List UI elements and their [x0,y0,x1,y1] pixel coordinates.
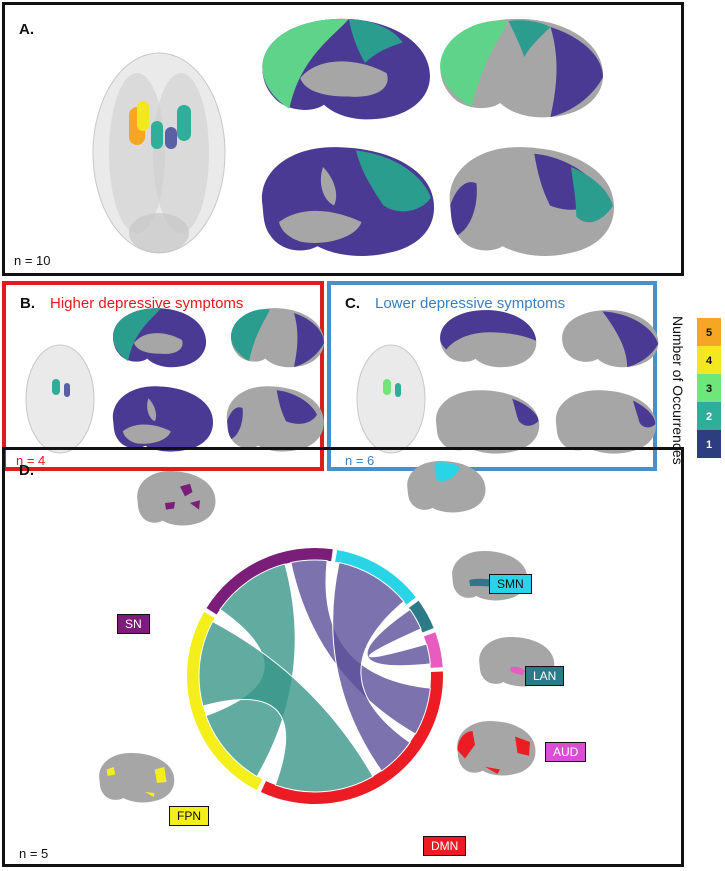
network-label-smn: SMN [489,574,532,594]
brain-smn [407,460,486,513]
brain-lateral-left-a [261,147,435,256]
panel-a: A. n = 10 [2,2,684,276]
panel-c-label: C. [345,295,360,312]
ribbon-sn-dmn [290,559,431,735]
panel-d: D. n = 5 SN SMN LAN [2,447,684,867]
network-label-dmn: DMN [423,836,467,856]
colorbar-tick: 2 [706,411,712,423]
brain-medial-right-b [231,308,325,368]
chord-arc-aud [424,632,443,668]
glass-brain-a [92,52,226,254]
chord-arc-dmn [260,671,443,804]
network-label-sn: SN [117,614,150,634]
colorbar-tick: 1 [706,439,712,451]
panel-a-figure [92,18,614,256]
brain-lateral-left-c [435,390,540,454]
chord-arc-sn [206,548,333,615]
colorbar-swatch-5 [697,318,721,346]
panel-c-title: Lower depressive symptoms [375,295,566,312]
panel-c: C. Lower depressive symptoms n = 6 [327,281,659,471]
panel-b-figure [25,308,325,454]
brain-medial-right-c [562,310,659,368]
panel-b-label: B. [20,295,35,312]
brain-medial-right-a [440,18,604,118]
panel-a-n: n = 10 [14,253,51,268]
brain-lateral-right-b [226,386,324,452]
brain-aud [479,636,555,687]
glass-brain-b [25,344,95,454]
colorbar-swatch-3 [697,374,721,402]
glass-brain-c [356,344,426,454]
network-label-fpn: FPN [169,806,209,826]
brain-fpn [99,752,175,803]
panel-c-figure [356,310,659,454]
colorbar-swatch-4 [697,346,721,374]
brain-lateral-left-b [112,386,214,452]
brain-lateral-right-c [555,390,657,454]
chord-arc-lan [408,600,434,633]
brain-sn [137,471,216,526]
ribbon-fpn-dmn [198,620,374,793]
brain-medial-left-c [440,310,537,368]
chord-arc-fpn [186,612,263,791]
panel-b-n: n = 4 [16,453,46,468]
brain-medial-left-a [262,18,430,120]
panel-b: B. Higher depressive symptoms n = 4 [2,281,325,471]
chord-diagram [99,460,555,804]
panel-c-n: n = 6 [345,453,375,468]
colorbar-tick: 4 [706,355,713,367]
panel-b-title: Higher depressive symptoms [50,295,244,312]
ribbon-smn-dmn [332,561,411,772]
chord-arc-smn [335,549,416,605]
panel-a-label: A. [19,21,34,38]
panel-d-n: n = 5 [19,846,49,861]
ribbon-lan-aud [366,608,431,667]
colorbar-tick: 5 [706,327,712,339]
colorbar-swatch-2 [697,402,721,430]
network-label-aud: AUD [545,742,587,762]
colorbar-title: Number of Occurrences [670,316,686,465]
panel-d-label: D. [19,462,34,479]
colorbar-tick: 3 [706,383,712,395]
colorbar-swatch-1 [697,430,721,458]
brain-lateral-right-a [449,147,614,256]
brain-medial-left-b [113,308,207,368]
brain-dmn [457,721,536,776]
network-label-lan: LAN [525,666,565,686]
